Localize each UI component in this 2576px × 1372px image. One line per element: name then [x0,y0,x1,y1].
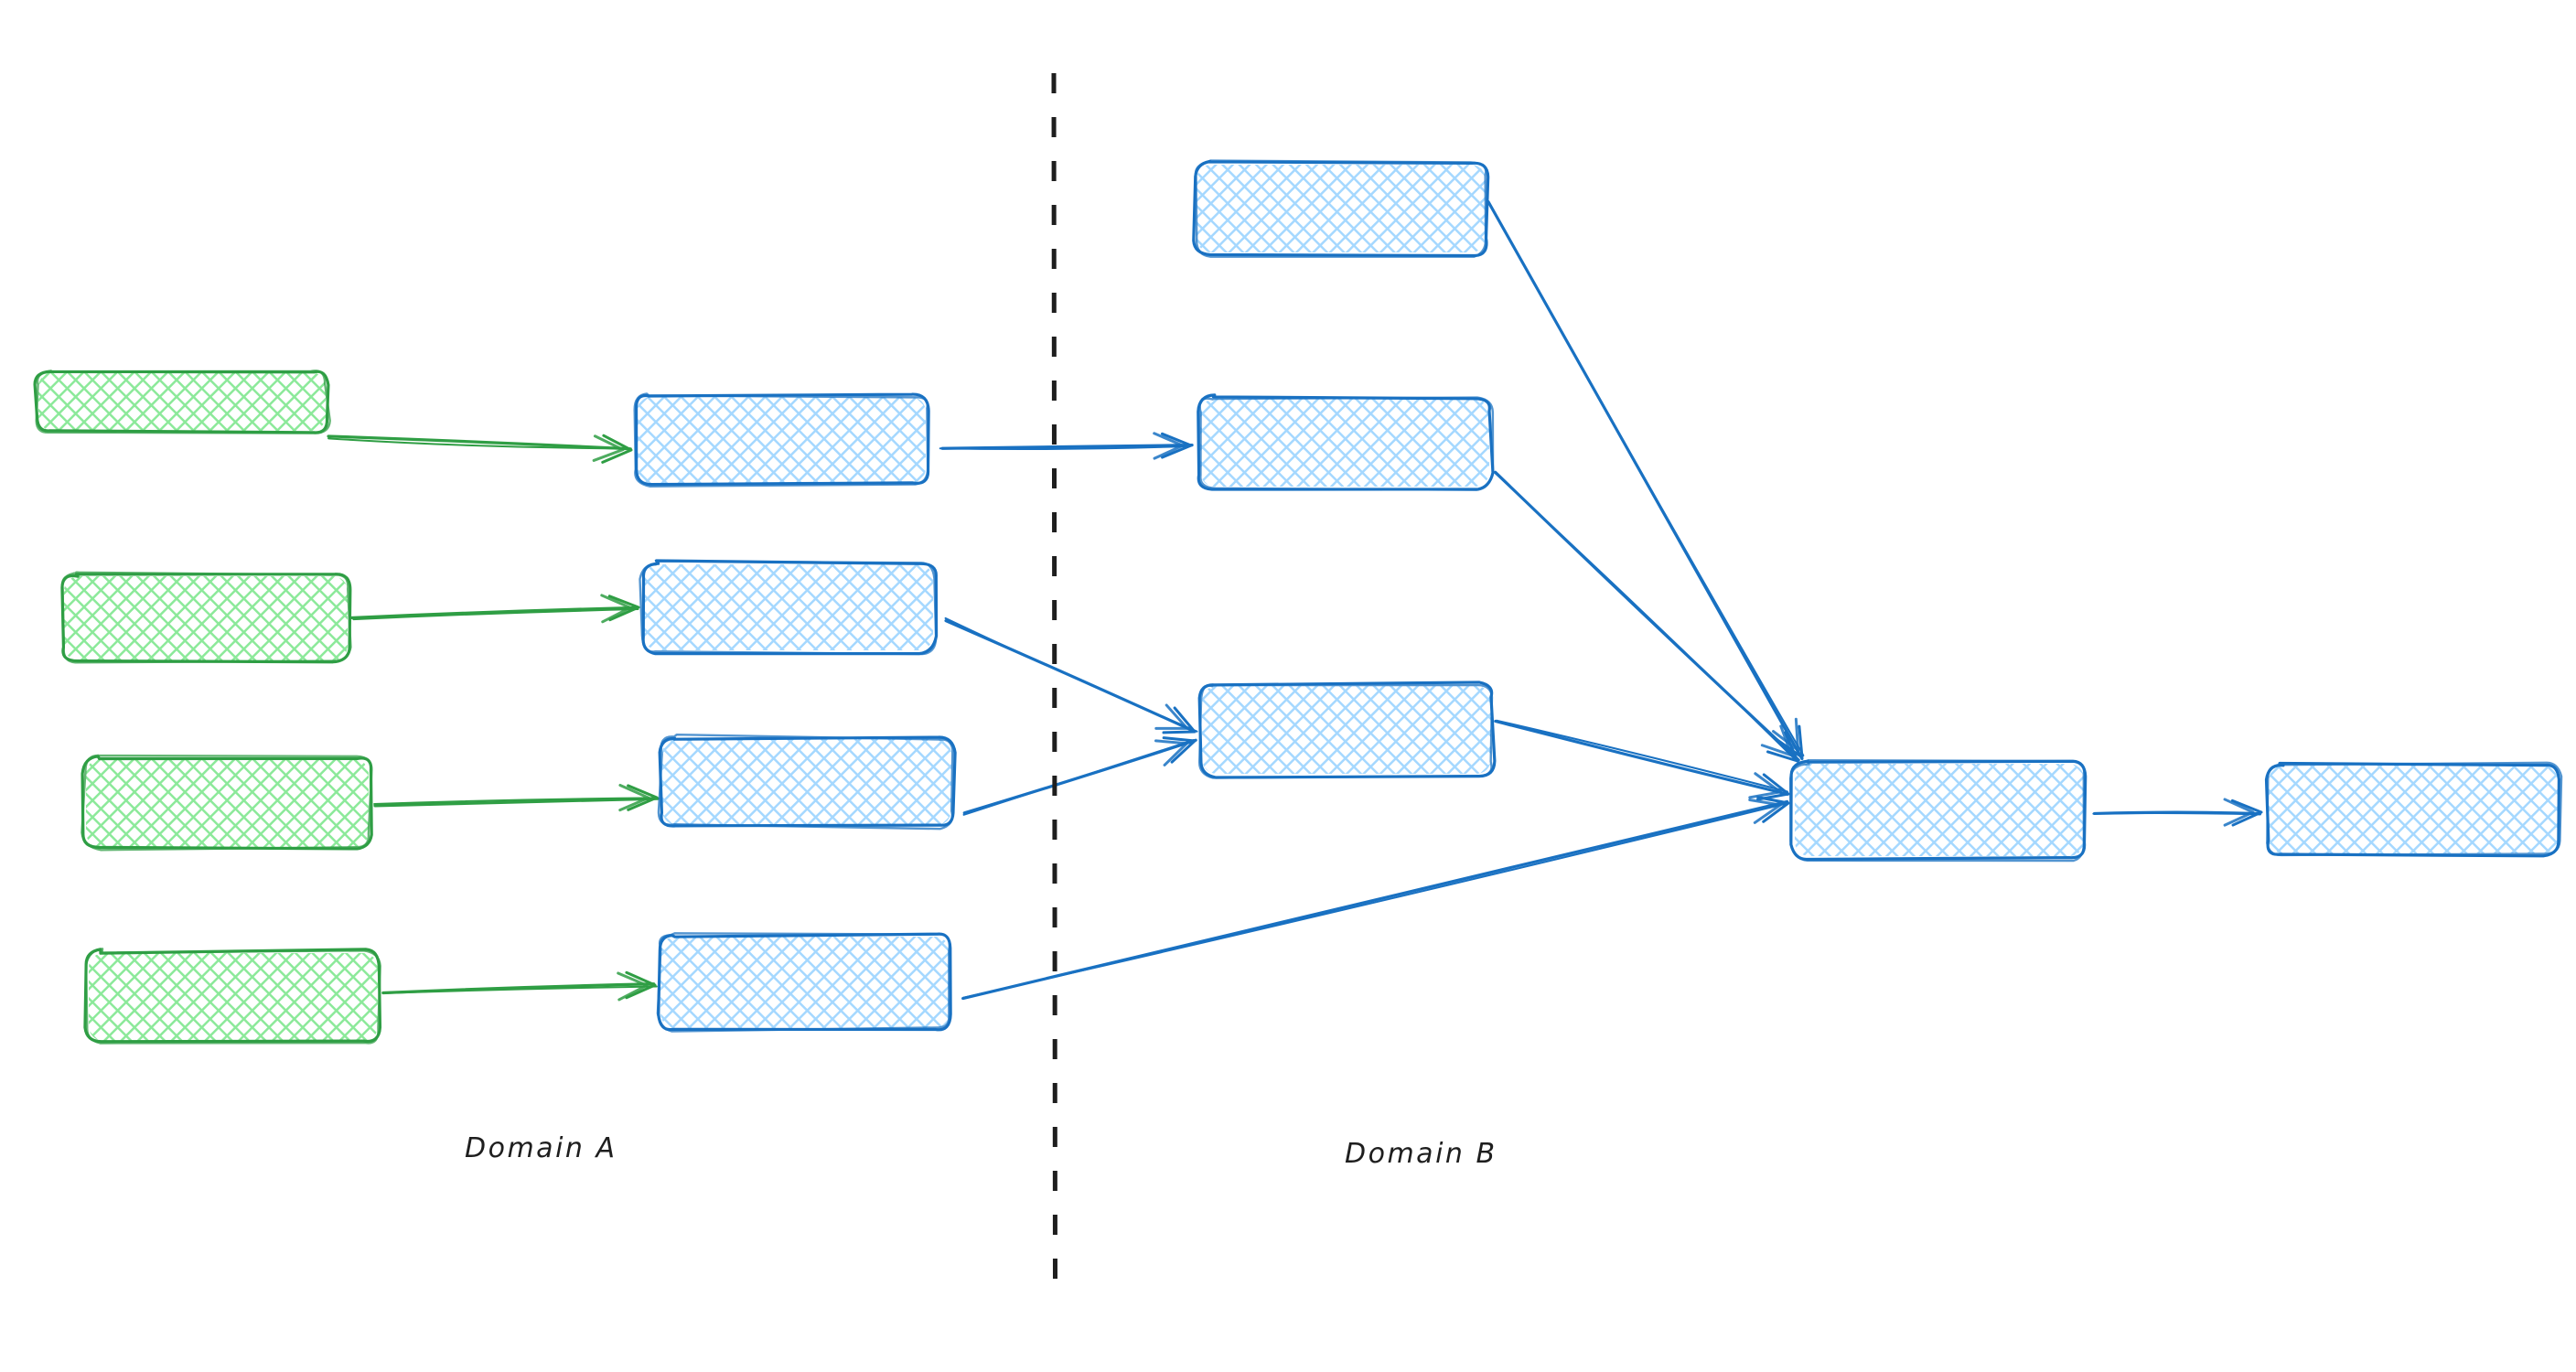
edge-a4-b4 [381,970,658,1002]
edge-b2-c3 [944,616,1198,734]
edge-c1-d1 [1487,199,1805,761]
node-b1[interactable] [633,392,930,488]
domain-a-label: Domain A [465,1132,617,1164]
node-a2[interactable] [60,571,352,664]
node-a1[interactable] [33,370,331,434]
edge-b1-c2 [939,432,1194,460]
edge-a3-b3 [373,783,660,812]
node-c3[interactable] [1197,681,1497,779]
node-e1[interactable] [2264,761,2563,858]
nodes-layer [33,159,2563,1045]
node-a3[interactable] [80,754,373,852]
edges-layer [327,199,2263,1002]
node-c1[interactable] [1192,159,1490,258]
divider-layer [1051,72,1057,1289]
node-b3[interactable] [657,733,957,831]
node-c2[interactable] [1197,393,1495,491]
edge-c3-d1 [1494,719,1790,801]
node-d1[interactable] [1788,758,2088,863]
domain-divider-line [1051,72,1057,1289]
node-a4[interactable] [83,948,382,1045]
edge-d1-e1 [2092,798,2263,827]
edge-a1-b1 [327,434,633,464]
node-b4[interactable] [656,932,952,1033]
edge-a2-b2 [349,594,640,624]
domain-b-label: Domain B [1345,1138,1497,1170]
edge-b3-c3 [962,736,1197,816]
edge-b4-d1 [961,796,1790,1001]
node-b2[interactable] [639,559,939,656]
edge-c2-d1 [1494,470,1800,763]
